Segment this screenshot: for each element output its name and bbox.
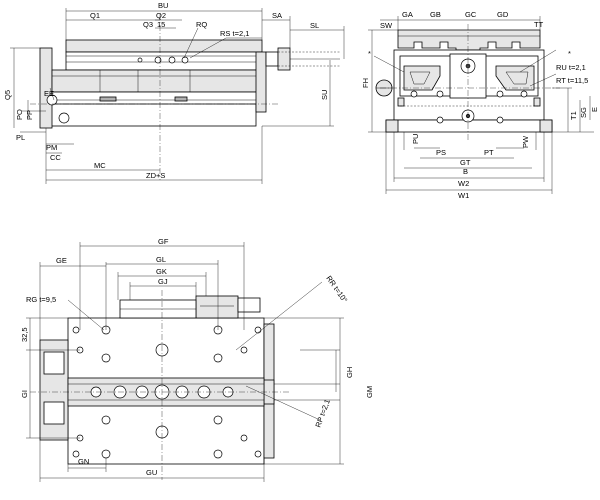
front-view-labels: SW GA GB GC GD TT FH * * RU t=2,1 RT t=1… (361, 10, 599, 200)
label-ge: GE (56, 256, 67, 265)
label-star-right: * (568, 49, 571, 58)
side-view-dimensions (10, 8, 345, 184)
front-view (375, 24, 560, 140)
label-pm: PM (46, 143, 57, 152)
label-zds: ZD+S (146, 171, 165, 180)
label-sw: SW (380, 21, 393, 30)
label-b: B (463, 167, 468, 176)
label-w2: W2 (458, 179, 469, 188)
label-gh: GH (345, 367, 354, 378)
label-gl: GL (156, 255, 166, 264)
label-325: 32,5 (20, 327, 29, 342)
label-cc: CC (50, 153, 61, 162)
label-rr: RR t=10° (324, 274, 349, 304)
label-gk: GK (156, 267, 167, 276)
label-t1: T1 (569, 111, 578, 120)
label-gu: GU (146, 468, 157, 477)
side-view-labels: BU Q1 Q2 Q3 15 RQ RS t=2,1 SA SL Q5 EE P… (3, 1, 329, 180)
label-w1: W1 (458, 191, 469, 200)
label-ee: EE (44, 89, 54, 98)
label-rq: RQ (196, 20, 207, 29)
label-q3: Q3 (143, 20, 153, 29)
label-pl: PL (16, 133, 25, 142)
label-gj: GJ (158, 277, 168, 286)
front-view-dimensions (368, 16, 594, 194)
side-shaft (265, 51, 279, 67)
label-q2: Q2 (156, 11, 166, 20)
label-sa: SA (272, 11, 282, 20)
label-rt: RT t=11,5 (556, 76, 588, 85)
side-right-plate (255, 51, 267, 113)
label-rs: RS t=2,1 (220, 29, 249, 38)
label-pu: PU (411, 134, 420, 144)
label-bu: BU (158, 1, 168, 10)
label-gm: GM (365, 386, 374, 398)
side-hole-3 (181, 56, 189, 64)
label-sg: SG (579, 107, 588, 118)
side-carriage (65, 39, 263, 53)
side-view (30, 14, 340, 180)
label-q5: Q5 (3, 90, 12, 100)
label-q1: Q1 (90, 11, 100, 20)
label-po: PO (15, 109, 24, 120)
label-gi: GI (20, 390, 29, 398)
side-hole-1 (154, 56, 162, 64)
label-ru: RU t=2,1 (556, 63, 586, 72)
label-15: 15 (157, 20, 165, 29)
side-port-upper (46, 94, 58, 106)
label-pt: PT (484, 148, 494, 157)
side-hole-2 (168, 56, 176, 64)
label-gc: GC (465, 10, 477, 19)
top-view-dimensions (26, 242, 344, 482)
label-gt: GT (460, 158, 471, 167)
label-pw: PW (521, 135, 530, 148)
label-rg: RG t=9,5 (26, 295, 56, 304)
front-carriage (397, 29, 541, 51)
label-star-left: * (368, 49, 371, 58)
label-su: SU (320, 90, 329, 100)
side-mid-band (51, 69, 263, 93)
label-ga: GA (402, 10, 413, 19)
label-pp: PP (25, 110, 34, 120)
label-e: E (590, 107, 599, 112)
label-gf: GF (158, 237, 169, 246)
label-gb: GB (430, 10, 441, 19)
side-carriage-lower (65, 51, 263, 71)
top-view (30, 290, 340, 480)
label-ps: PS (436, 148, 446, 157)
label-rp: RP t=2,1 (313, 398, 331, 429)
label-tt: TT (534, 20, 544, 29)
label-sl: SL (310, 21, 319, 30)
label-gd: GD (497, 10, 509, 19)
label-gn: GN (78, 457, 89, 466)
label-mc: MC (94, 161, 106, 170)
top-accessory-block (195, 295, 239, 319)
side-port-lower (58, 112, 70, 124)
label-fh: FH (361, 78, 370, 88)
